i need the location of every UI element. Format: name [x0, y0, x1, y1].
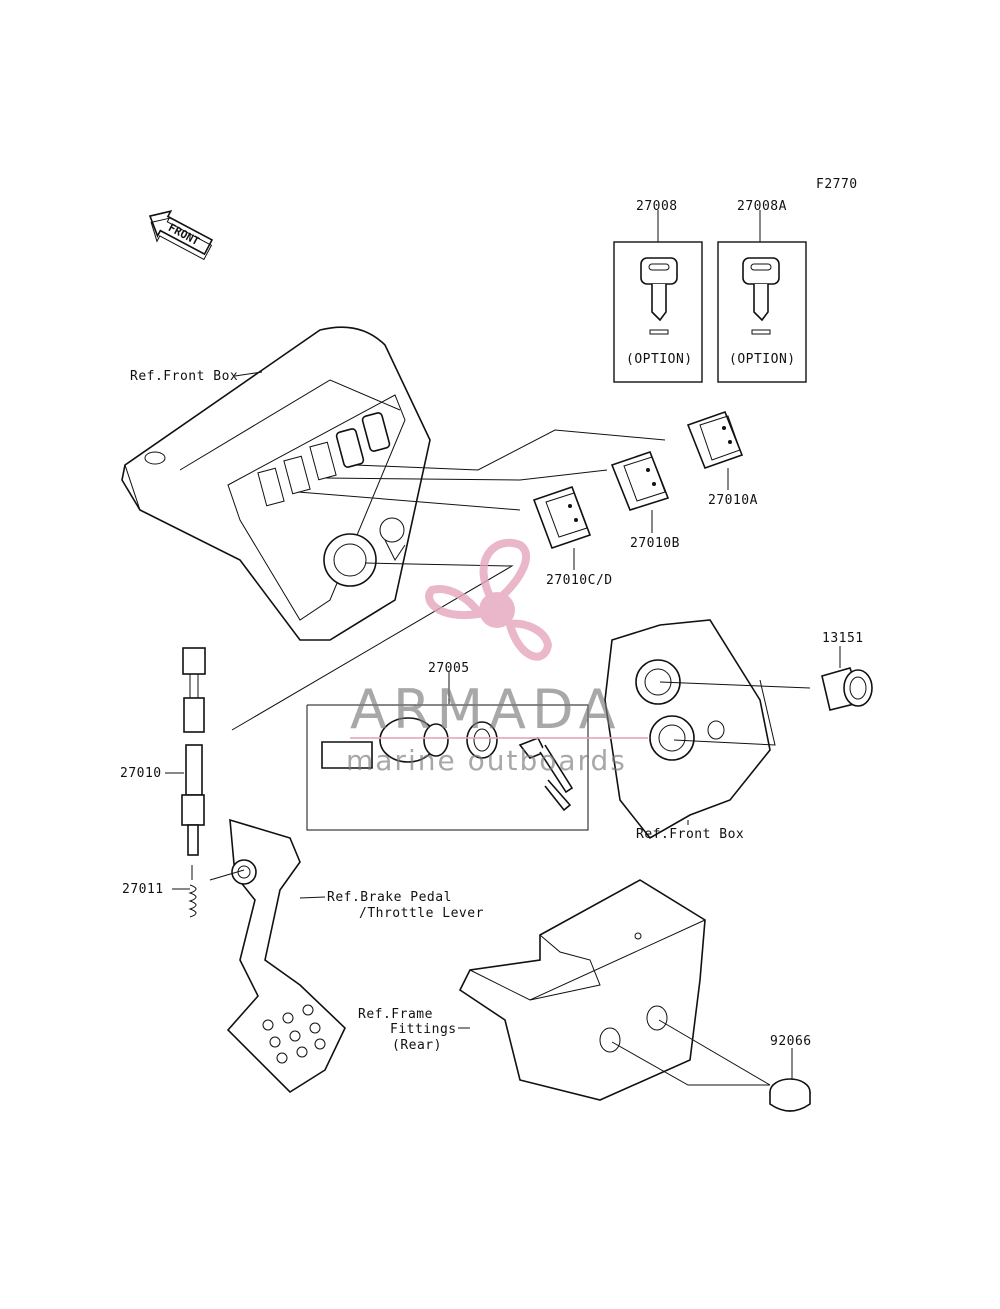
ignition-switch — [321, 717, 574, 812]
rocker-switch-27010CD — [532, 485, 592, 550]
watermark-brand: ARMADA — [350, 678, 622, 741]
option-note-27008: (OPTION) — [626, 352, 693, 367]
part-number-13151: 13151 — [822, 631, 864, 646]
part-number-27011: 27011 — [122, 882, 164, 897]
rocker-switch-27010B — [610, 450, 670, 511]
spring-27011 — [188, 884, 197, 918]
ref-frame-line2: Fittings — [390, 1022, 457, 1037]
ref-brake-pedal-line1: Ref.Brake Pedal — [327, 890, 452, 905]
part-number-27008: 27008 — [636, 199, 678, 214]
key-icon — [640, 257, 678, 322]
ref-front-box-right: Ref.Front Box — [636, 827, 744, 842]
power-socket-13151 — [821, 667, 873, 711]
front-arrow-icon: FRONT — [148, 210, 214, 261]
front-box-dashboard — [121, 326, 431, 641]
figure-code: F2770 — [816, 177, 858, 192]
rocker-switch-27010A — [686, 410, 744, 470]
key-icon — [742, 257, 780, 322]
ref-frame-line3: (Rear) — [392, 1038, 442, 1053]
ref-front-box-top: Ref.Front Box — [130, 369, 238, 384]
part-number-27010: 27010 — [120, 766, 162, 781]
part-number-27010B: 27010B — [630, 536, 680, 551]
part-number-27008A: 27008A — [737, 199, 787, 214]
brake-pedal — [226, 818, 346, 1094]
armada-watermark: ARMADA marine outboards — [346, 538, 648, 777]
ref-frame-line1: Ref.Frame — [358, 1007, 433, 1022]
brake-switch-27010 — [181, 647, 206, 856]
option-key-27008: 27008 (OPTION) — [613, 199, 703, 383]
part-number-27005: 27005 — [428, 661, 470, 676]
part-number-92066: 92066 — [770, 1034, 812, 1049]
part-number-27010CD: 27010C/D — [546, 573, 613, 588]
option-note-27008A: (OPTION) — [729, 352, 796, 367]
front-box-side-panel — [604, 619, 771, 840]
cap-92066 — [769, 1078, 811, 1112]
watermark-tagline: marine outboards — [346, 744, 627, 777]
ref-brake-pedal-line2: /Throttle Lever — [359, 906, 484, 921]
part-number-27010A: 27010A — [708, 493, 758, 508]
option-key-27008A: 27008A (OPTION) — [717, 199, 807, 383]
propeller-logo-icon — [425, 538, 553, 661]
frame-fittings-rear — [458, 879, 706, 1101]
